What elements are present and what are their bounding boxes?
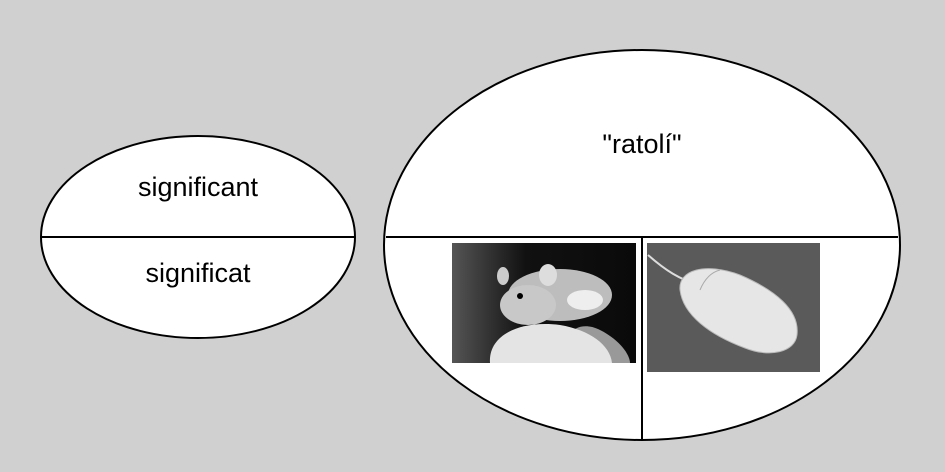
signifier-label: significant <box>137 172 259 202</box>
computer-mouse-photo <box>647 243 820 372</box>
sign-ellipse <box>40 135 356 339</box>
animal-mouse-photo <box>452 243 636 363</box>
word-label: "ratolí" <box>602 129 682 159</box>
signified-label: significat <box>145 258 251 288</box>
